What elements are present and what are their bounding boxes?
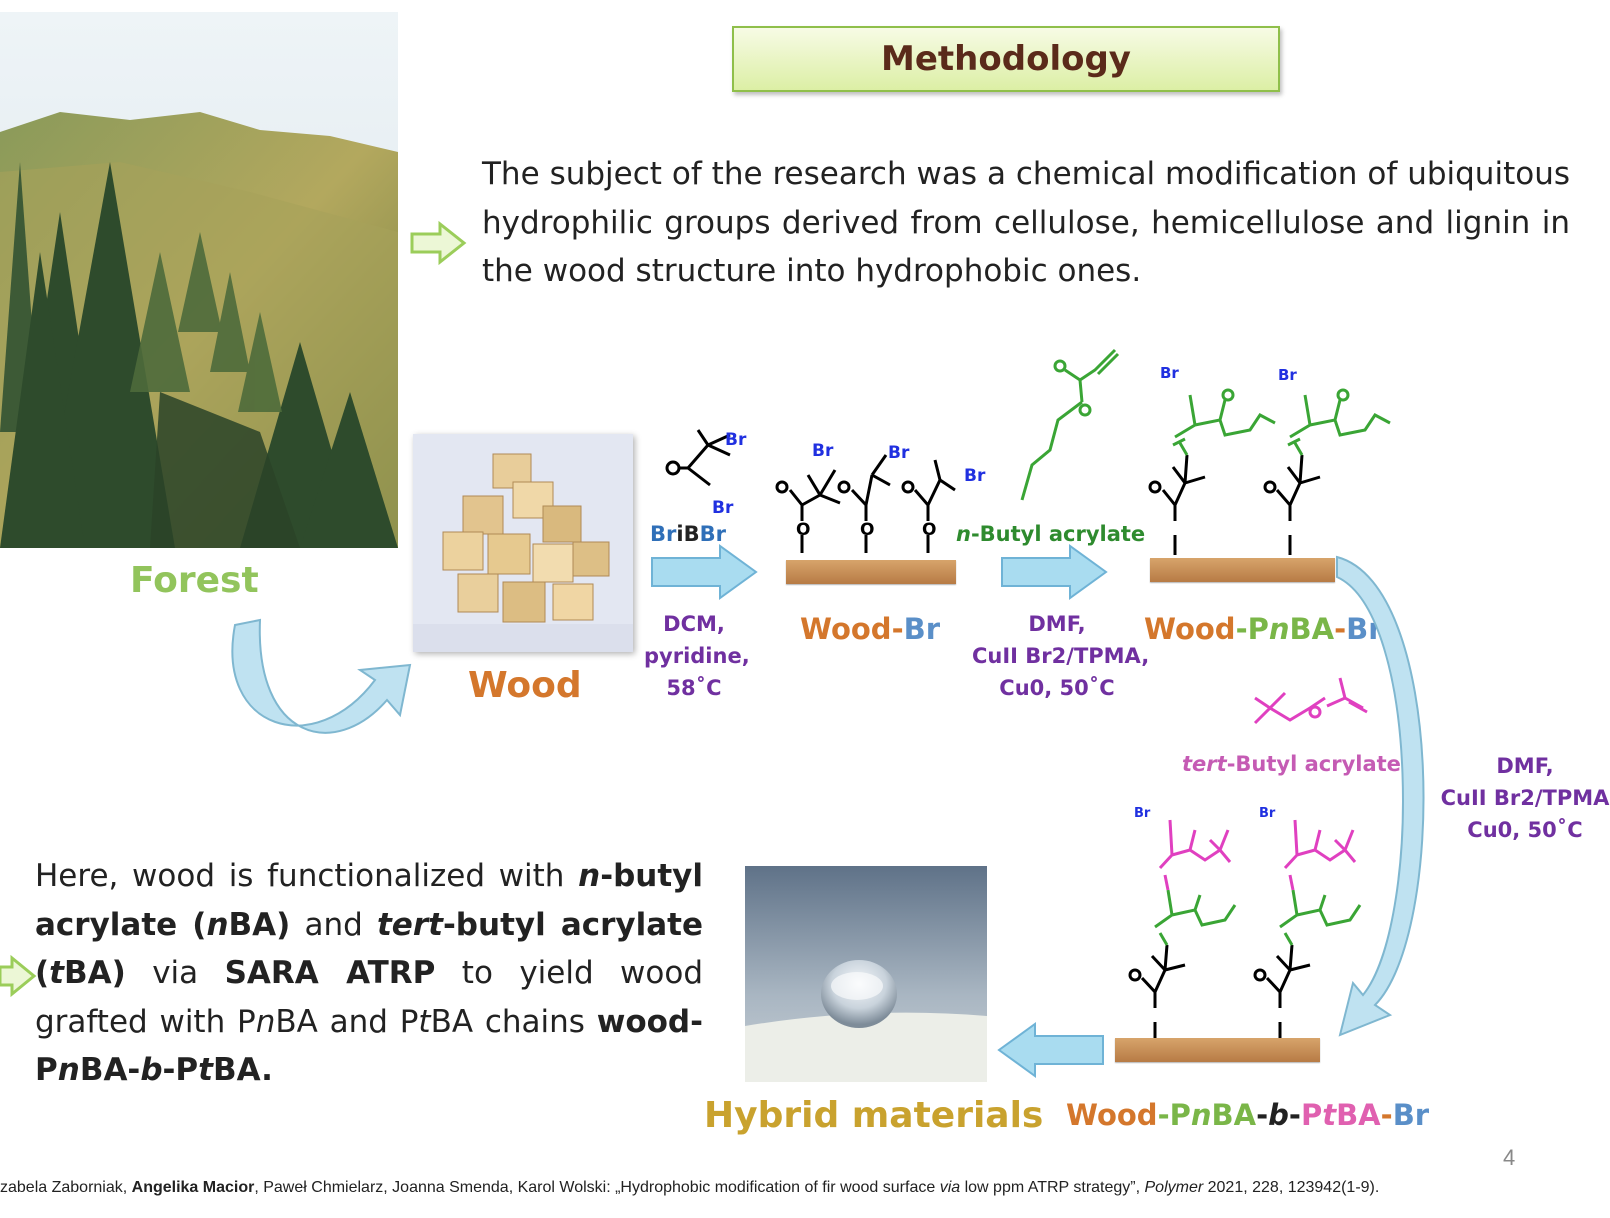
wood-pnba-b-ptba-br-label: Wood-PnBA-b-PtBA-Br	[1066, 1098, 1430, 1132]
nbutyl-acrylate-label: n-Butyl acrylate	[956, 522, 1146, 546]
wood-surface-2	[1150, 558, 1335, 582]
hybrid-label: Hybrid materials	[704, 1095, 1044, 1136]
curved-arrow-forest-to-wood	[231, 618, 412, 734]
wood-pnba-br-label: Wood-PnBA-Br	[1144, 612, 1383, 646]
bribbr-br-bottom: Br	[712, 498, 734, 518]
wood-cubes-image	[413, 434, 633, 652]
arrow-step2	[1001, 544, 1108, 600]
wood-label: Wood	[468, 665, 582, 706]
arrow-to-summary	[0, 954, 37, 998]
wood-br-br1: Br	[812, 441, 834, 461]
forest-label: Forest	[130, 560, 259, 601]
bribbr-br-top: Br	[725, 430, 747, 450]
bribbr-structure	[665, 429, 731, 487]
hybrid-photo	[745, 866, 987, 1082]
wood-br-structure	[775, 454, 956, 553]
wood-surface-3	[1115, 1038, 1320, 1062]
arrow-step1	[651, 544, 758, 600]
tba-monomer-structure	[1253, 677, 1368, 725]
arrow-to-hybrid	[997, 1022, 1104, 1078]
conditions-step2: DMF, CuII Br2/TPMA, Cu0, 50˚C	[972, 612, 1150, 700]
arrow-to-intro	[410, 220, 467, 266]
wood-br-br3: Br	[964, 466, 986, 486]
wood-br-label: Wood-Br	[800, 612, 941, 646]
ptba-br1: Br	[1134, 806, 1151, 821]
wood-br-o2: O	[860, 520, 875, 540]
nba-monomer-structure	[1020, 348, 1120, 501]
forest-photo	[0, 12, 398, 548]
water-droplet-image	[745, 866, 987, 1082]
slide-title: Methodology	[732, 26, 1280, 92]
wood-br-o3: O	[922, 520, 937, 540]
wood-br-o1: O	[796, 520, 811, 540]
bribbr-label: BriBBr	[650, 522, 726, 546]
wood-pnba-b-ptba-br-structure	[1128, 819, 1362, 1040]
footer-reference: zabela Zaborniak, Angelika Macior, Paweł…	[0, 1179, 1380, 1196]
curved-arrow-step3	[1336, 555, 1425, 1037]
forest-image	[0, 12, 398, 548]
pnba-br1: Br	[1160, 364, 1179, 382]
pnba-br2: Br	[1278, 366, 1297, 384]
summary-paragraph: Here, wood is functionalized with n-buty…	[35, 858, 704, 1088]
page-number: 4	[1503, 1145, 1516, 1170]
ptba-br2: Br	[1259, 806, 1276, 821]
conditions-step3: DMF, CuII Br2/TPMA Cu0, 50˚C	[1440, 754, 1610, 842]
intro-paragraph: The subject of the research was a chemic…	[482, 156, 1570, 289]
conditions-step1: DCM, pyridine, 58˚C	[644, 612, 750, 700]
wood-br-br2: Br	[888, 443, 910, 463]
wood-photo	[413, 434, 633, 652]
wood-pnba-br-structure	[1148, 388, 1391, 555]
tert-butyl-acrylate-label: tert-Butyl acrylate	[1182, 752, 1401, 776]
wood-surface-1	[786, 560, 956, 584]
